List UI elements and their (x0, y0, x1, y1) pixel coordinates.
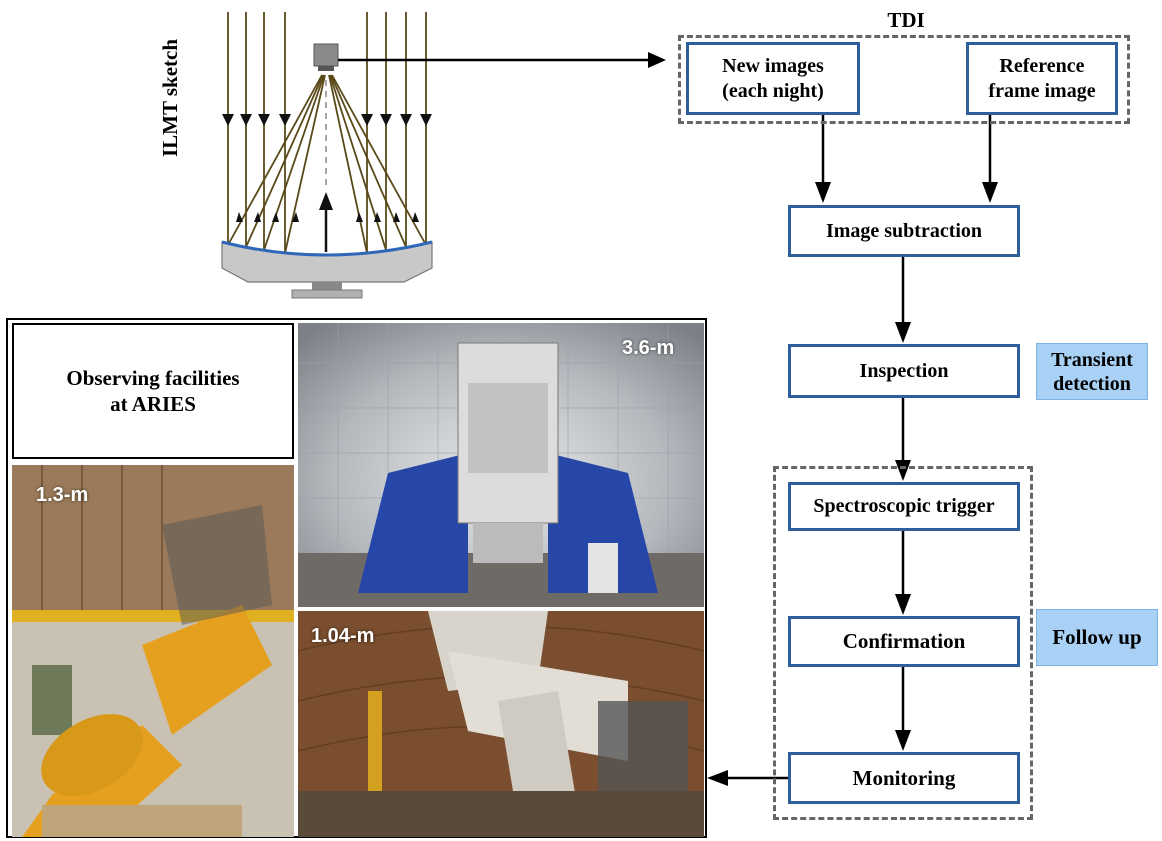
label-3-6m: 3.6-m (622, 337, 675, 359)
telescope-3-6m-photo (298, 323, 704, 607)
telescope-1-04m-photo (298, 611, 704, 837)
facilities-title-box: Observing facilities at ARIES (12, 323, 294, 459)
telescope-1-3m-photo (12, 465, 294, 837)
inspection-box: Inspection (788, 344, 1020, 398)
confirmation-box: Confirmation (788, 616, 1020, 667)
spectroscopic-trigger-box: Spectroscopic trigger (788, 482, 1020, 531)
tdi-group (678, 35, 1130, 124)
transient-detection-tag: Transient detection (1036, 343, 1148, 400)
label-1-04m: 1.04-m (311, 625, 375, 647)
followup-group (773, 466, 1033, 820)
tdi-label: TDI (887, 8, 925, 32)
follow-up-tag: Follow up (1036, 609, 1158, 666)
monitoring-box: Monitoring (788, 752, 1020, 804)
image-subtraction-box: Image subtraction (788, 205, 1020, 257)
reference-frame-box: Reference frame image (966, 42, 1118, 115)
label-1-3m: 1.3-m (36, 484, 89, 506)
new-images-box: New images (each night) (686, 42, 860, 115)
